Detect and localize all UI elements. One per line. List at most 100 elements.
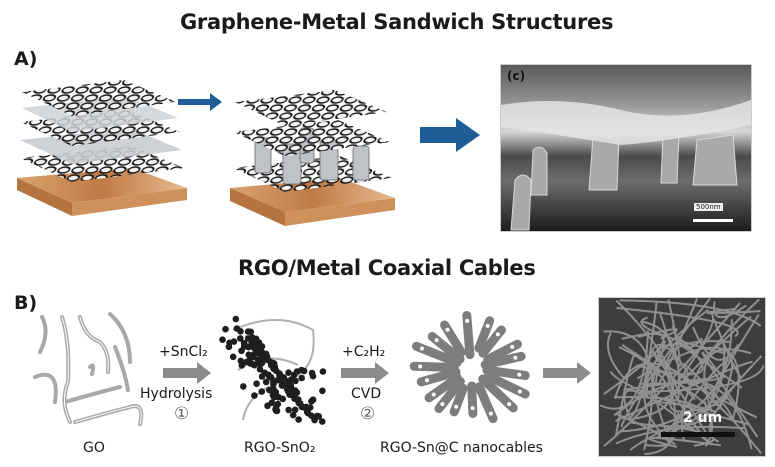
sem-fiber bbox=[692, 326, 740, 361]
sem-graphene-sheet bbox=[501, 100, 751, 145]
sem-pillars bbox=[510, 134, 738, 231]
sem-scale-label: 2 um bbox=[683, 410, 723, 426]
arrow-right-icon bbox=[163, 362, 211, 384]
step2-number: ② bbox=[360, 404, 376, 424]
sno2-particle bbox=[253, 380, 260, 387]
section-b-title: RGO/Metal Coaxial Cables bbox=[238, 256, 536, 280]
rgo-sn-c-nanocables bbox=[409, 311, 530, 424]
sno2-particle bbox=[285, 369, 292, 376]
go-sheets bbox=[33, 312, 144, 426]
sno2-particle bbox=[225, 343, 233, 351]
sn-core bbox=[418, 364, 423, 369]
arrow-right-icon bbox=[543, 362, 591, 384]
sno2-particle bbox=[266, 358, 274, 365]
sno2-particle bbox=[309, 372, 317, 380]
arrow-right-icon bbox=[178, 93, 222, 111]
sno2-particle bbox=[319, 368, 327, 375]
sem-fiber bbox=[713, 301, 747, 319]
sn-core bbox=[470, 406, 475, 411]
arrow-right-icon bbox=[420, 118, 480, 152]
sem-fiber bbox=[615, 425, 744, 445]
sem-scale-label: 500nm bbox=[694, 203, 723, 211]
sno2-particle bbox=[267, 374, 275, 381]
sno2-particle bbox=[238, 347, 245, 355]
sn-core bbox=[445, 327, 450, 332]
section-a-title: Graphene-Metal Sandwich Structures bbox=[180, 10, 614, 34]
sno2-particle bbox=[272, 406, 279, 413]
sem-fiber bbox=[640, 365, 765, 393]
sno2-particle bbox=[285, 406, 292, 414]
sno2-particle bbox=[229, 353, 237, 361]
step1-reagent: +SnCl₂ bbox=[159, 344, 208, 360]
sno2-particle bbox=[242, 342, 250, 350]
sno2-particle bbox=[291, 390, 299, 397]
sno2-particle bbox=[258, 343, 266, 350]
sno2-particle bbox=[284, 388, 292, 395]
sem-fiber bbox=[616, 307, 739, 338]
sno2-particle bbox=[268, 399, 276, 407]
sno2-particle bbox=[219, 336, 226, 343]
sno2-particle bbox=[302, 403, 310, 411]
step1-process: Hydrolysis bbox=[140, 386, 213, 402]
sno2-particle bbox=[289, 411, 297, 419]
panel-label-a: A) bbox=[14, 48, 38, 70]
sno2-particle bbox=[258, 373, 266, 380]
sn-core bbox=[495, 332, 500, 337]
sno2-particle bbox=[262, 378, 270, 386]
process-arrow-a1 bbox=[178, 93, 222, 111]
arrow-right-icon bbox=[341, 362, 389, 384]
sn-core bbox=[513, 355, 518, 360]
sem-fiber bbox=[644, 412, 679, 456]
sem-scale-bar bbox=[693, 219, 733, 222]
sn-core bbox=[440, 402, 445, 407]
sno2-particle bbox=[308, 398, 315, 405]
sn-core bbox=[507, 402, 512, 407]
sn-core bbox=[485, 323, 490, 328]
sno2-particle bbox=[270, 380, 277, 388]
sno2-particle bbox=[298, 374, 305, 382]
sno2-particle bbox=[244, 328, 252, 335]
step2-process: CVD bbox=[351, 386, 382, 402]
metal-substrate-front bbox=[72, 188, 187, 216]
process-arrow-b2 bbox=[341, 362, 389, 384]
process-arrow-b3 bbox=[543, 362, 591, 384]
sno2-particle bbox=[232, 315, 240, 323]
sn-core bbox=[510, 344, 515, 349]
sno2-particle bbox=[271, 363, 279, 371]
step2-reagent: +C₂H₂ bbox=[342, 344, 386, 360]
sem-scale-bar bbox=[661, 432, 735, 437]
sno2-particle bbox=[230, 338, 238, 345]
sem-image-sandwich: (c) 500nm bbox=[500, 64, 752, 232]
sno2-particle bbox=[249, 353, 257, 361]
pillared-graphene-stack bbox=[230, 90, 395, 226]
graphene-sheet-top bbox=[22, 80, 176, 116]
sem-fiber bbox=[615, 360, 753, 422]
sno2-particle bbox=[278, 376, 285, 384]
sno2-particle bbox=[251, 392, 258, 399]
sem-fiber bbox=[629, 397, 728, 451]
graphene-layer-stack bbox=[17, 80, 187, 216]
sno2-particle bbox=[258, 348, 265, 355]
sem-fibers bbox=[599, 298, 765, 456]
sem-fiber bbox=[609, 370, 750, 426]
sno2-particle bbox=[319, 387, 326, 395]
sno2-particle bbox=[256, 366, 264, 373]
sno2-particle bbox=[258, 388, 266, 395]
process-arrow-a2 bbox=[420, 118, 480, 152]
sno2-particle bbox=[278, 382, 286, 389]
sno2-particle bbox=[269, 388, 277, 395]
sem-fiber bbox=[606, 332, 626, 380]
sem-fiber bbox=[701, 351, 759, 438]
sem-fiber bbox=[621, 344, 711, 412]
graphene-sheet-bottom bbox=[233, 156, 392, 192]
stage-label-rgo-sno2: RGO-SnO₂ bbox=[244, 440, 316, 456]
sem-fiber bbox=[636, 333, 704, 376]
sem-fiber bbox=[676, 312, 714, 384]
panel-label-b: B) bbox=[14, 292, 38, 314]
rgo-sno2-cluster bbox=[219, 315, 327, 425]
sno2-particle bbox=[247, 360, 254, 367]
sno2-particle bbox=[319, 418, 326, 425]
sn-cores bbox=[418, 318, 522, 416]
sno2-particle bbox=[238, 362, 246, 369]
metal-substrate bbox=[17, 168, 187, 203]
